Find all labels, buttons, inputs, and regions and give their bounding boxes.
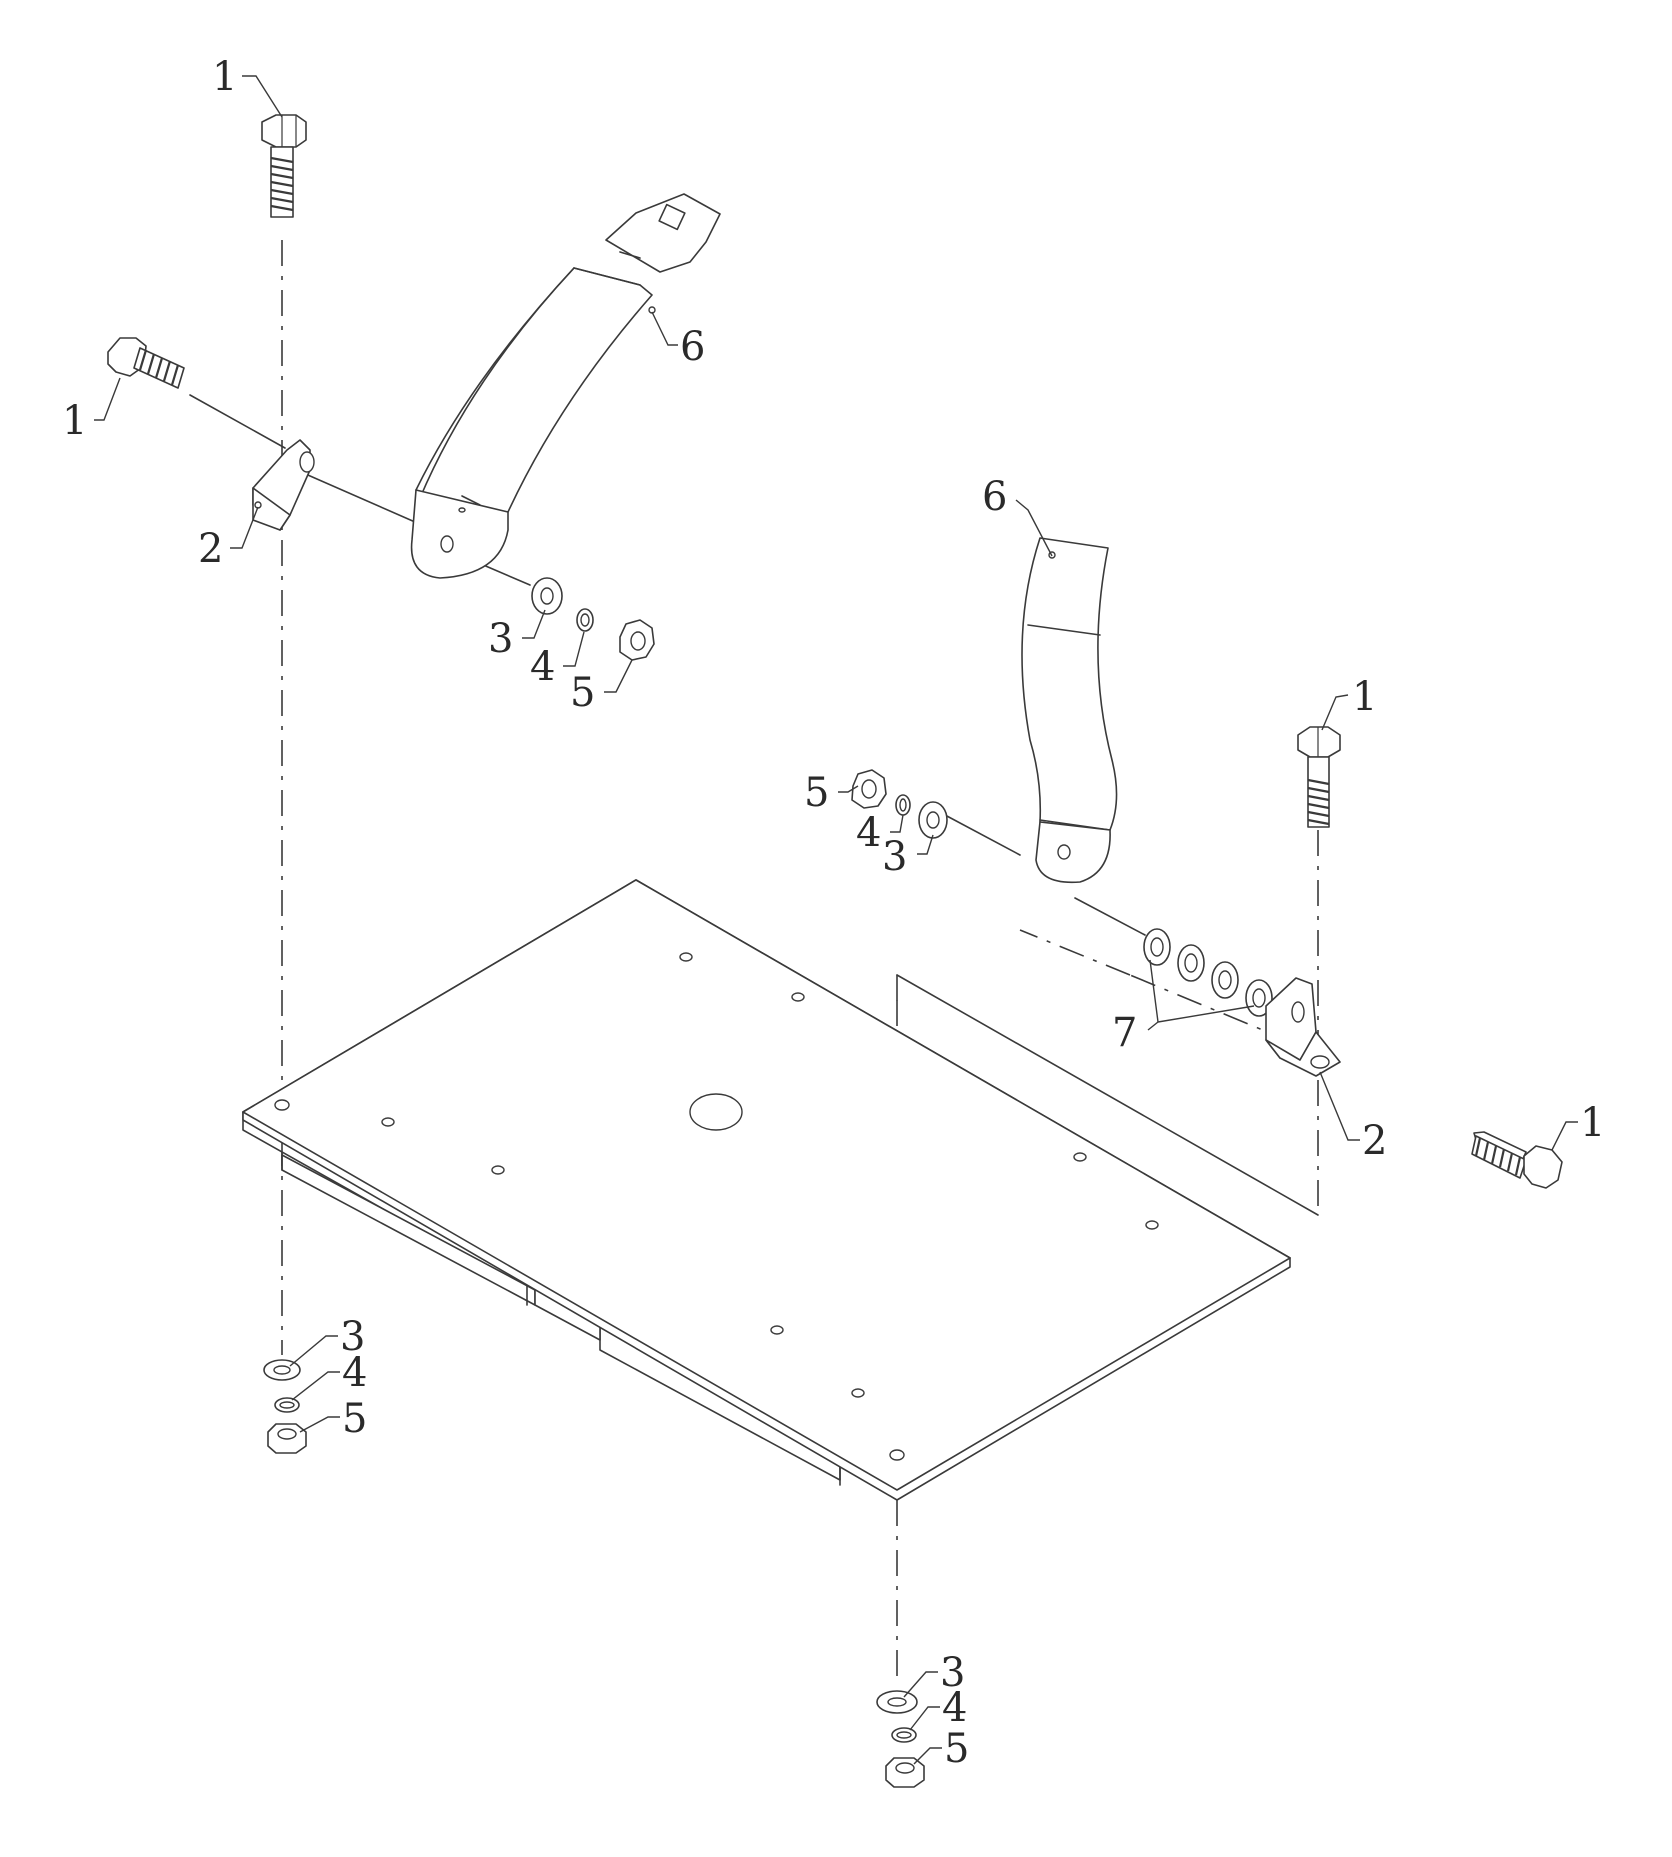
bracket-left [252,439,315,531]
callout-strap-left: 6 [680,324,705,370]
callout-bolt-right-lower: 1 [1580,1100,1605,1146]
callout-strap-right: 6 [982,474,1007,520]
callout-washer-bottom-center: 3 [940,1650,965,1696]
callout-nut-left: 5 [570,670,595,716]
lockwasher-left [576,608,594,632]
centerline-right-horizontal-2 [1019,929,1131,976]
plate-hole [889,1449,905,1461]
callout-washer-bottom-left: 3 [340,1314,365,1360]
nut-right [851,769,887,809]
callout-lockwasher-bottom-left: 4 [342,1350,367,1396]
bracket-right [1265,977,1341,1077]
callout-bracket-right: 2 [1362,1118,1387,1164]
callout-nut-right: 5 [804,770,829,816]
plate-hole [1145,1220,1159,1230]
plate-hole [791,992,805,1002]
plate-hole [851,1388,865,1398]
callout-labels: 1 1 2 6 3 4 5 6 1 5 4 3 7 2 1 3 4 5 3 4 … [62,54,1605,1772]
nut-bottom-center [885,1757,925,1788]
callout-shims-right: 7 [1112,1010,1137,1056]
washer-bottom-center [876,1690,918,1714]
bolt-upper-left [107,337,185,389]
plate-hole [274,1099,290,1111]
callout-washer-right: 3 [882,834,907,880]
callout-bracket-left: 2 [198,526,223,572]
nut-bottom-left [267,1423,307,1454]
strap-right [1021,537,1118,884]
washer-right [918,801,948,839]
callout-lockwasher-right: 4 [856,810,881,856]
alignment-line-right-washer-strap [944,814,1021,856]
nut-left [619,619,655,661]
callout-nut-bottom-left: 5 [342,1396,367,1442]
plate-hole [1073,1152,1087,1162]
alignment-line-plate-rear [896,974,1319,1216]
lockwasher-bottom-center [891,1727,917,1743]
callout-bolt-top-left: 1 [212,54,237,100]
strap-left [410,193,721,579]
callout-nut-bottom-center: 5 [944,1726,969,1772]
callout-lockwasher-left: 4 [530,644,555,690]
bolt-right-top [1297,726,1341,828]
plate-hole [679,952,693,962]
plate-hole [770,1325,784,1335]
alignment-line-right-strap-shims [1074,897,1146,936]
plate-hole [381,1117,395,1127]
plate-hole [491,1165,505,1175]
callout-bolt-upper-left: 1 [62,398,87,444]
lockwasher-right [895,794,911,816]
base-plate [242,879,1291,1501]
bolt-right-lower [1471,1131,1563,1189]
shims-right [1143,928,1273,1017]
callout-washer-left: 3 [488,616,513,662]
washer-left [531,577,563,615]
callout-leaders [94,75,1578,1765]
callout-bolt-right-top: 1 [1352,674,1377,720]
alignment-line-left-bolt [189,394,286,449]
lockwasher-bottom-left [274,1397,300,1413]
callout-lockwasher-bottom-center: 4 [942,1685,967,1731]
plate-center-hole [689,1093,743,1131]
bolt-top-left [261,114,307,218]
